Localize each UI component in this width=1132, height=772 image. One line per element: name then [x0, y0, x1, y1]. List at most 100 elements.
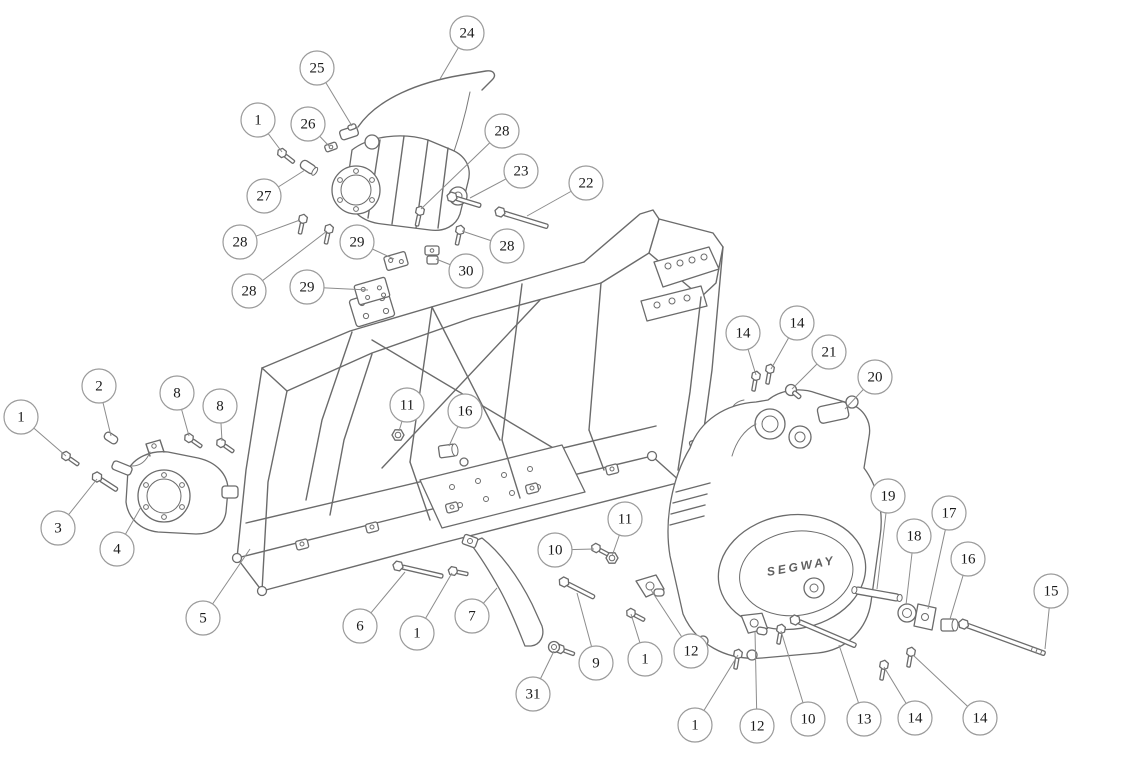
- callout-number: 30: [459, 264, 474, 280]
- callout-8: 8: [202, 388, 238, 442]
- callout-4: 4: [99, 506, 142, 567]
- callout-balloon: [568, 165, 604, 201]
- callout-30: 30: [435, 253, 484, 289]
- frame-assembly-drawing: [231, 209, 724, 597]
- callout-balloon: [202, 388, 238, 424]
- part-screw-drawing: [452, 223, 466, 247]
- callout-8: 8: [159, 375, 195, 437]
- callout-number: 27: [257, 189, 273, 205]
- part-bolt-drawing: [494, 206, 549, 229]
- front-gearbox-drawing: [331, 70, 496, 232]
- callout-balloon: [246, 178, 282, 214]
- callout-31: 31: [515, 650, 555, 712]
- callout-number: 14: [736, 326, 752, 342]
- callout-balloon: [739, 708, 775, 744]
- callout-number: 1: [691, 718, 699, 734]
- callout-number: 28: [495, 124, 510, 140]
- callout-balloon: [222, 224, 258, 260]
- callout-balloon: [3, 399, 39, 435]
- callout-11: 11: [389, 387, 425, 432]
- callout-number: 29: [300, 280, 315, 296]
- callout-28: 28: [461, 228, 525, 264]
- callout-26: 26: [290, 106, 331, 148]
- callout-16: 16: [447, 393, 483, 447]
- callout-balloon: [1033, 573, 1069, 609]
- callout-9: 9: [576, 592, 614, 681]
- callout-1: 1: [677, 654, 739, 743]
- callout-number: 24: [460, 26, 476, 42]
- part-stand-bracket-drawing: [461, 533, 544, 647]
- callout-29: 29: [289, 269, 369, 305]
- callout-number: 22: [579, 176, 594, 192]
- callout-balloon: [449, 15, 485, 51]
- part-screw-drawing: [903, 645, 917, 669]
- callout-balloon: [677, 707, 713, 743]
- callout-number: 4: [113, 542, 121, 558]
- callout-number: 1: [413, 626, 421, 642]
- callout-balloon: [537, 532, 573, 568]
- callout-balloon: [897, 700, 933, 736]
- callout-number: 12: [750, 719, 765, 735]
- callout-balloon: [846, 701, 882, 737]
- callout-28: 28: [222, 219, 301, 260]
- callout-7: 7: [454, 587, 498, 634]
- callout-number: 1: [254, 113, 262, 129]
- part-bolt-drawing: [446, 191, 482, 208]
- callout-balloon: [857, 359, 893, 395]
- callout-balloon: [627, 641, 663, 677]
- part-plate-drawing: [383, 251, 409, 271]
- callout-balloon: [503, 153, 539, 189]
- callout-number: 7: [468, 609, 476, 625]
- callout-3: 3: [40, 478, 98, 546]
- callout-1: 1: [240, 102, 283, 153]
- part-screw-drawing: [182, 431, 205, 451]
- callout-number: 12: [684, 644, 699, 660]
- callout-leader-line: [420, 130, 503, 210]
- part-nut-drawing: [391, 429, 405, 441]
- callout-balloon: [399, 615, 435, 651]
- callout-14: 14: [725, 315, 761, 376]
- part-nut-drawing: [605, 552, 619, 564]
- callout-number: 11: [618, 512, 632, 528]
- callout-number: 14: [973, 711, 989, 727]
- part-bushing-drawing: [940, 618, 959, 632]
- callout-17: 17: [927, 495, 967, 610]
- callout-number: 11: [400, 398, 414, 414]
- callout-balloon: [950, 541, 986, 577]
- callout-28: 28: [231, 230, 328, 309]
- part-bolt-drawing: [789, 614, 857, 648]
- callout-number: 18: [907, 529, 922, 545]
- callout-1: 1: [399, 572, 453, 651]
- callout-balloon: [289, 269, 325, 305]
- callout-balloon: [40, 510, 76, 546]
- callout-number: 5: [199, 611, 207, 627]
- callout-balloon: [99, 531, 135, 567]
- part-rod-drawing: [851, 586, 903, 602]
- callout-balloon: [578, 645, 614, 681]
- callout-number: 8: [216, 399, 224, 415]
- part-mount-bracket-drawing: [740, 612, 769, 636]
- callout-24: 24: [439, 15, 485, 80]
- callout-16: 16: [949, 541, 986, 620]
- callout-number: 29: [350, 235, 365, 251]
- callout-balloon: [790, 701, 826, 737]
- callout-number: 3: [54, 521, 62, 537]
- callout-10: 10: [780, 630, 826, 737]
- callout-number: 23: [514, 164, 529, 180]
- callout-20: 20: [844, 359, 893, 410]
- callout-balloon: [725, 315, 761, 351]
- part-spacer-drawing: [299, 159, 319, 176]
- part-screw-drawing: [876, 658, 890, 682]
- callout-21: 21: [791, 334, 847, 390]
- part-spacer-drawing: [103, 431, 119, 445]
- callout-balloon: [81, 368, 117, 404]
- callout-number: 19: [881, 489, 896, 505]
- callout-number: 10: [548, 543, 563, 559]
- callout-number: 28: [242, 284, 257, 300]
- callout-number: 21: [822, 345, 837, 361]
- callout-balloon: [448, 253, 484, 289]
- callout-number: 1: [17, 410, 25, 426]
